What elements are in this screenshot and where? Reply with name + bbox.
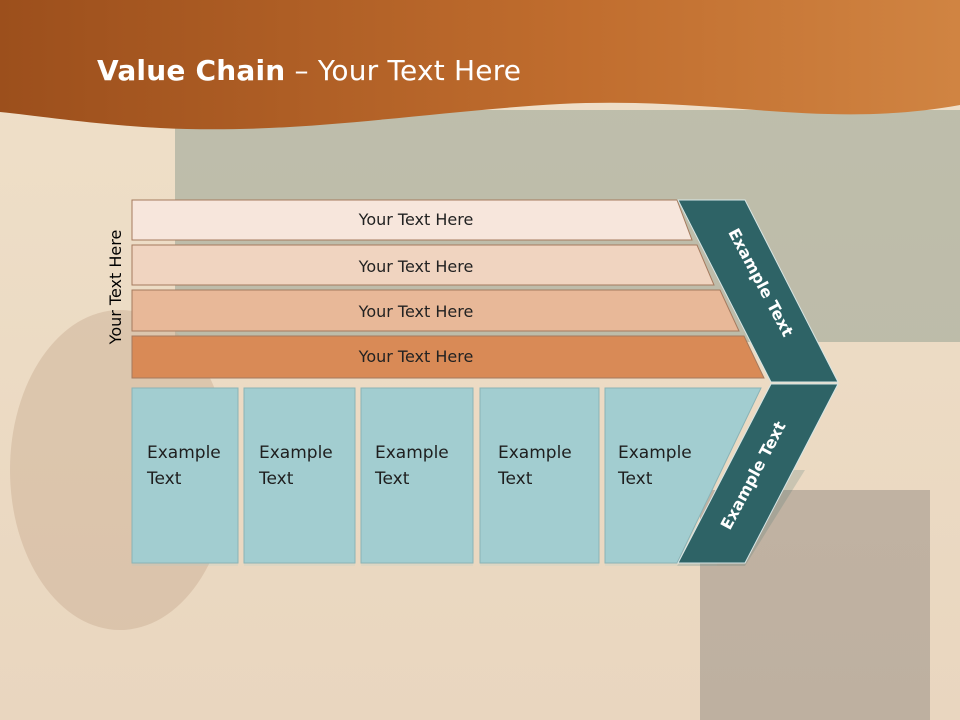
cell-text-5-line: Example Text — [618, 443, 692, 489]
row-shape-2 — [131, 244, 715, 286]
title-rest: – Your Text Here — [285, 54, 522, 87]
title-bold: Value Chain — [97, 54, 286, 87]
row-label-3: Your Text Here — [358, 302, 474, 321]
arrow-top-segment — [677, 199, 839, 383]
cell-text-2-line: Example Text — [259, 443, 333, 489]
row-label-4: Your Text Here — [358, 347, 474, 366]
cell-2 — [243, 387, 356, 564]
arrow-bottom-segment — [677, 383, 839, 564]
rows-group: Your Text Here Your Text Here Your Text … — [131, 199, 765, 379]
cell-text-3-line: Example Text — [375, 443, 449, 489]
row-label-1: Your Text Here — [358, 210, 474, 229]
cell-text-4-line: Example Text — [498, 443, 572, 489]
header-band — [0, 0, 960, 130]
cell-text-4: Example Text — [498, 440, 572, 492]
row-shape-1 — [131, 199, 693, 241]
cell-1 — [131, 387, 239, 564]
page-title: Value Chain – Your Text Here — [97, 54, 521, 87]
cell-text-1-line: Example Text — [147, 443, 221, 489]
row-shape-4 — [131, 335, 765, 379]
row-shape-3 — [131, 289, 740, 332]
cells-group — [131, 387, 762, 564]
cell-4 — [479, 387, 600, 564]
cell-text-1: Example Text — [147, 440, 221, 492]
cell-text-5: Example Text — [618, 440, 692, 492]
cell-3 — [360, 387, 474, 564]
cell-text-3: Example Text — [375, 440, 449, 492]
cell-5 — [604, 387, 762, 564]
cell-text-2: Example Text — [259, 440, 333, 492]
row-label-2: Your Text Here — [358, 257, 474, 276]
